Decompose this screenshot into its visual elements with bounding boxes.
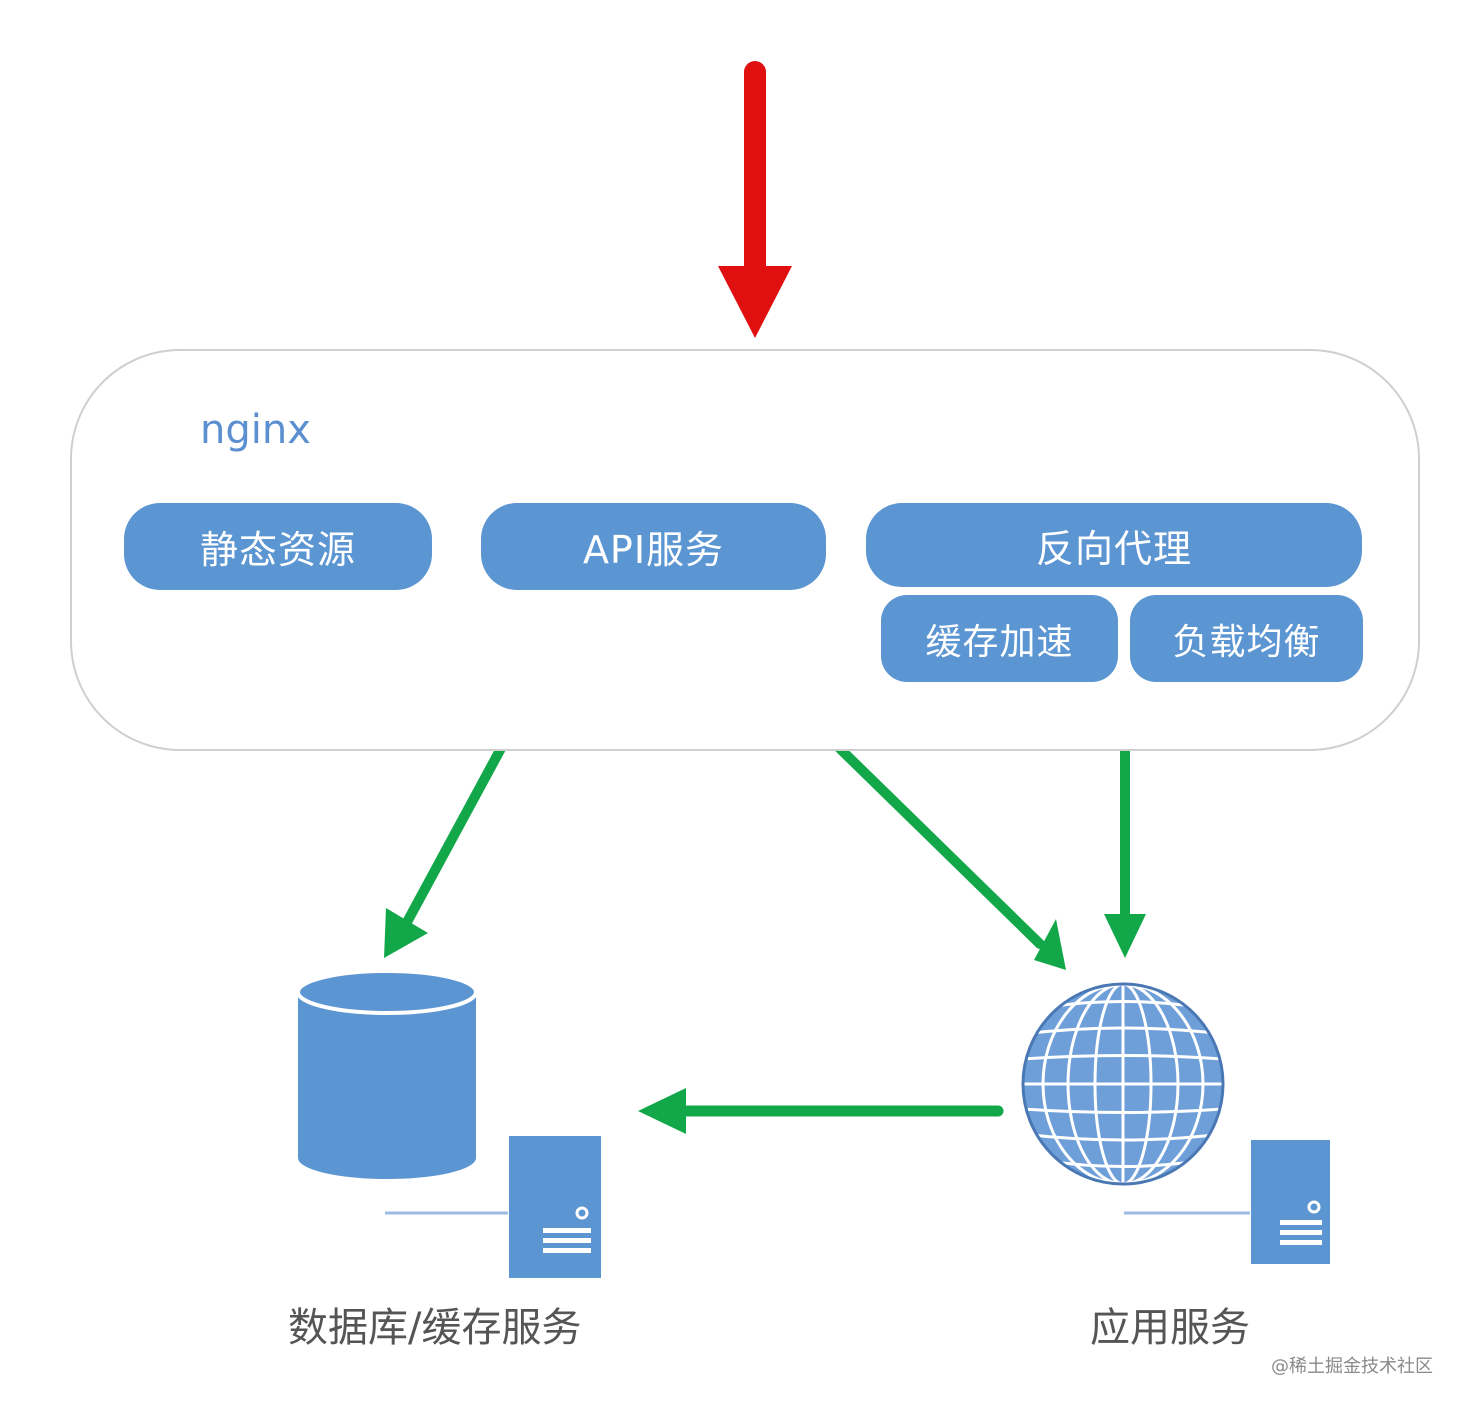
application-service-label: 应用服务 [1090, 1305, 1250, 1351]
server-tower-icon [1124, 1140, 1330, 1264]
module-api-service: API服务 [481, 503, 826, 590]
database-cylinder-icon [296, 969, 478, 1179]
module-load-balancing: 负载均衡 [1130, 595, 1363, 682]
database-service-label: 数据库/缓存服务 [288, 1305, 582, 1351]
globe-icon [1021, 982, 1225, 1186]
module-reverse-proxy: 反向代理 [866, 503, 1362, 587]
arrow-application-to-database [638, 1088, 1004, 1134]
incoming-request-arrow [718, 61, 792, 338]
nginx-label: nginx [200, 407, 311, 453]
watermark: @稀土掘金技术社区 [1271, 1356, 1433, 1377]
server-tower-icon [385, 1136, 601, 1278]
module-cache-acceleration: 缓存加速 [881, 595, 1118, 682]
module-static-resources: 静态资源 [124, 503, 432, 590]
